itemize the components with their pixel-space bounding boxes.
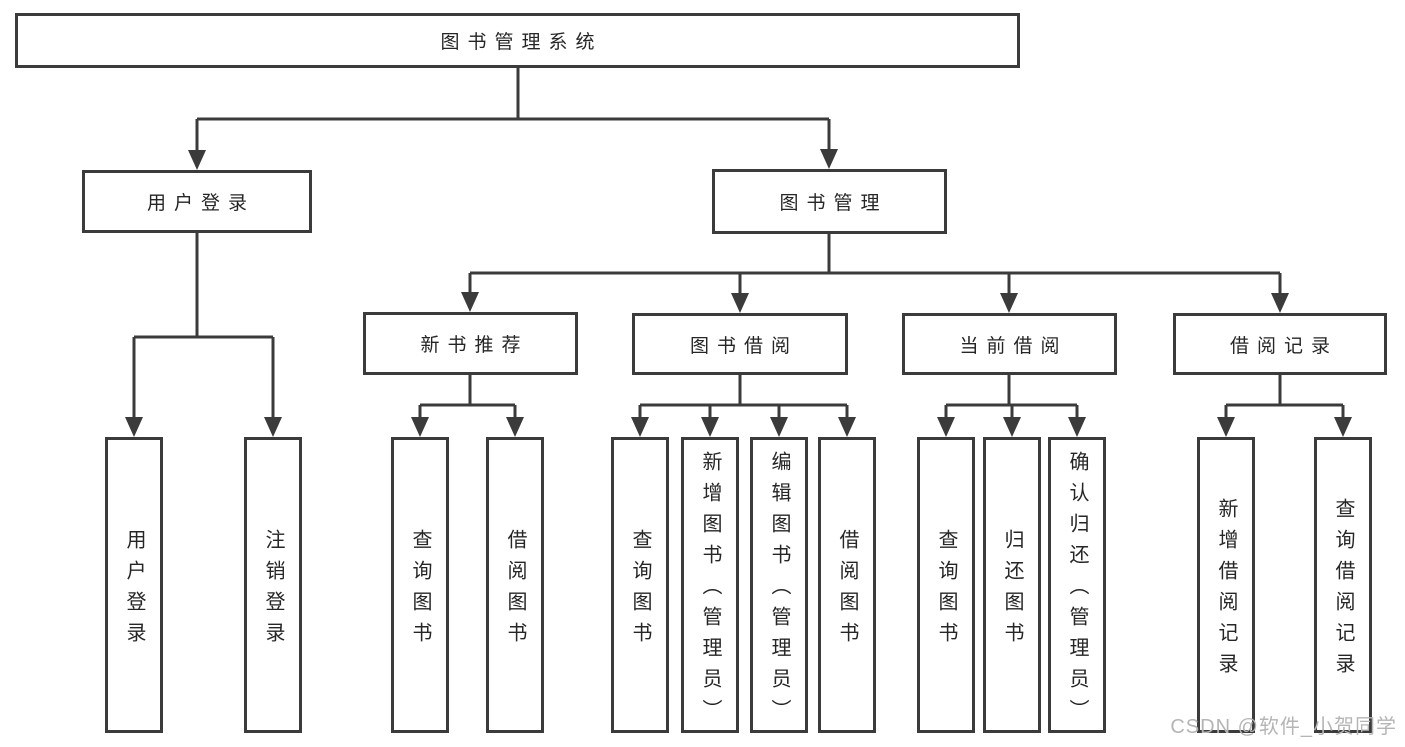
root-to-level2-connector [188,68,838,170]
node-current-borrowing: 当前借阅 [902,313,1117,375]
leaf-current-return-books: 归还图书 [983,437,1041,733]
node-root-system: 图书管理系统 [15,13,1020,68]
leaf-current-query-books: 查询图书 [917,437,975,733]
node-book-management-label: 图书管理 [779,193,888,214]
node-user-login: 用户登录 [82,170,312,233]
leaf-user-login: 用户登录 [105,437,163,733]
node-book-borrowing: 图书借阅 [632,313,848,375]
node-book-management: 图书管理 [712,169,947,234]
current-to-leaves-connector [937,375,1086,437]
leaf-recommend-query-books: 查询图书 [391,437,449,733]
node-user-login-label: 用户登录 [146,193,255,214]
leaf-recommend-borrow-books-label: 借阅图书 [504,528,526,653]
leaf-borrowing-borrow-books-label: 借阅图书 [836,528,858,653]
leaf-current-confirm-return: 确认归还（管理员） [1048,437,1106,733]
leaf-current-confirm-return-label: 确认归还（管理员） [1066,451,1088,730]
leaf-logout: 注销登录 [244,437,302,733]
csdn-watermark: CSDN @软件_小贺同学 [1170,716,1397,738]
leaf-records-query-record: 查询借阅记录 [1314,437,1372,733]
leaf-borrowing-add-books: 新增图书（管理员） [681,437,739,733]
leaf-current-query-books-label: 查询图书 [935,528,957,653]
leaf-recommend-query-books-label: 查询图书 [409,528,431,653]
recommend-to-leaves-connector [411,375,524,437]
leaf-borrowing-edit-books-label: 编辑图书（管理员） [768,451,790,730]
leaf-borrowing-query-books-label: 查询图书 [629,528,651,653]
leaf-borrowing-query-books: 查询图书 [611,437,669,733]
leaf-borrowing-borrow-books: 借阅图书 [818,437,876,733]
node-new-book-recommend-label: 新书推荐 [420,335,529,356]
node-borrowing-records-label: 借阅记录 [1229,335,1338,357]
leaf-recommend-borrow-books: 借阅图书 [486,437,544,733]
leaf-records-add-record: 新增借阅记录 [1197,437,1255,733]
borrowing-to-leaves-connector [631,375,856,437]
node-new-book-recommend: 新书推荐 [363,312,578,375]
leaf-current-return-books-label: 归还图书 [1001,528,1023,653]
login-to-leaves-connector [125,232,282,437]
leaf-user-login-label: 用户登录 [123,528,145,653]
node-borrowing-records: 借阅记录 [1173,313,1387,375]
leaf-borrowing-add-books-label: 新增图书（管理员） [699,451,721,730]
leaf-logout-label: 注销登录 [262,528,284,653]
records-to-leaves-connector [1217,375,1352,437]
node-current-borrowing-label: 当前借阅 [959,335,1068,357]
node-root-label: 图书管理系统 [440,32,603,53]
mgmt-to-level3-connector [461,234,1289,313]
leaf-borrowing-edit-books: 编辑图书（管理员） [750,437,808,733]
node-book-borrowing-label: 图书借阅 [689,335,798,357]
leaf-records-add-record-label: 新增借阅记录 [1215,497,1237,684]
leaf-records-query-record-label: 查询借阅记录 [1332,497,1354,684]
